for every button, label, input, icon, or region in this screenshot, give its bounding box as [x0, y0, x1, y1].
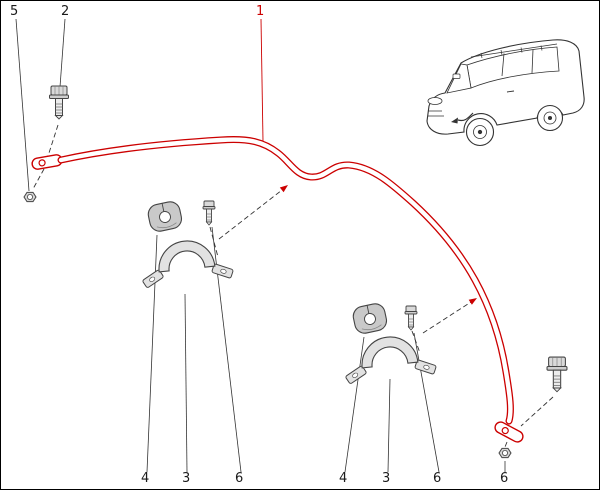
leader-line-6-right — [413, 332, 440, 473]
stabilizer-bar-tube-core — [58, 137, 513, 424]
callout-6-right: 6 — [433, 471, 442, 486]
callout-5: 5 — [10, 4, 19, 19]
van-door-pillar-1 — [501, 53, 505, 77]
stabilizer-bar-tube-outline — [57, 136, 514, 425]
van-mirror — [452, 73, 461, 79]
van-rear-wheel — [536, 104, 564, 132]
callout-3-right: 3 — [382, 471, 391, 486]
callout-2: 2 — [61, 4, 70, 19]
callout-3-left: 3 — [182, 471, 191, 486]
leader-line-3-left — [184, 293, 188, 473]
callout-1-highlighted: 1 — [256, 4, 265, 19]
dash-clamp-left-to-bar — [218, 189, 283, 240]
vehicle-illustration — [426, 39, 585, 147]
stabilizer-bar-right-eye — [494, 421, 524, 443]
leader-line-2 — [59, 18, 66, 88]
callout-4-right: 4 — [339, 471, 348, 486]
arrow-to-bar-left — [279, 185, 288, 193]
dash-bolt-left-upper — [47, 124, 59, 157]
dash-bolt-to-bracket-right — [411, 330, 421, 354]
stabilizer-bar — [31, 136, 524, 443]
stabilizer-bar-left-eye — [31, 154, 63, 170]
dash-bolt-right-upper — [520, 396, 554, 427]
leader-line-5 — [15, 18, 30, 192]
leader-line-3-right — [387, 378, 391, 473]
van-door-pillar-2 — [531, 49, 534, 74]
nut-right — [498, 447, 512, 459]
leader-line-1-highlighted — [260, 18, 264, 142]
nut-left — [23, 191, 37, 203]
leader-lines — [15, 18, 506, 473]
dashed-assembly-lines — [32, 124, 554, 448]
van-door-handle — [506, 90, 515, 93]
clamp-bracket-left — [142, 240, 234, 288]
callout-6-nut: 6 — [500, 471, 509, 486]
dash-clamp-right-to-bar — [422, 301, 472, 334]
van-front-wheel — [465, 117, 495, 147]
van-grille-lines — [428, 110, 444, 117]
bushing-left — [147, 201, 183, 232]
clamp-bolt-left — [202, 200, 216, 226]
mount-bolt-right — [546, 356, 568, 393]
van-roof-rails — [470, 43, 558, 59]
dash-bolt-left-lower — [32, 168, 45, 190]
location-squiggle-arrow — [451, 112, 474, 124]
mount-bolt-left — [49, 85, 69, 120]
van-side-windows — [466, 46, 560, 89]
clamp-bracket-right — [345, 336, 437, 384]
van-headlight — [427, 97, 443, 105]
callout-6-left: 6 — [235, 471, 244, 486]
clamp-bolt-right — [404, 305, 418, 331]
leader-line-6-left — [211, 226, 242, 473]
leader-line-4-left — [146, 234, 158, 473]
dash-bolt-to-bracket-left — [209, 226, 219, 258]
dash-bolt-right-lower — [504, 441, 508, 448]
leader-line-4-right — [344, 336, 365, 473]
callout-4-left: 4 — [141, 471, 150, 486]
arrow-to-bar-right — [468, 298, 477, 305]
bushing-right — [352, 303, 388, 334]
